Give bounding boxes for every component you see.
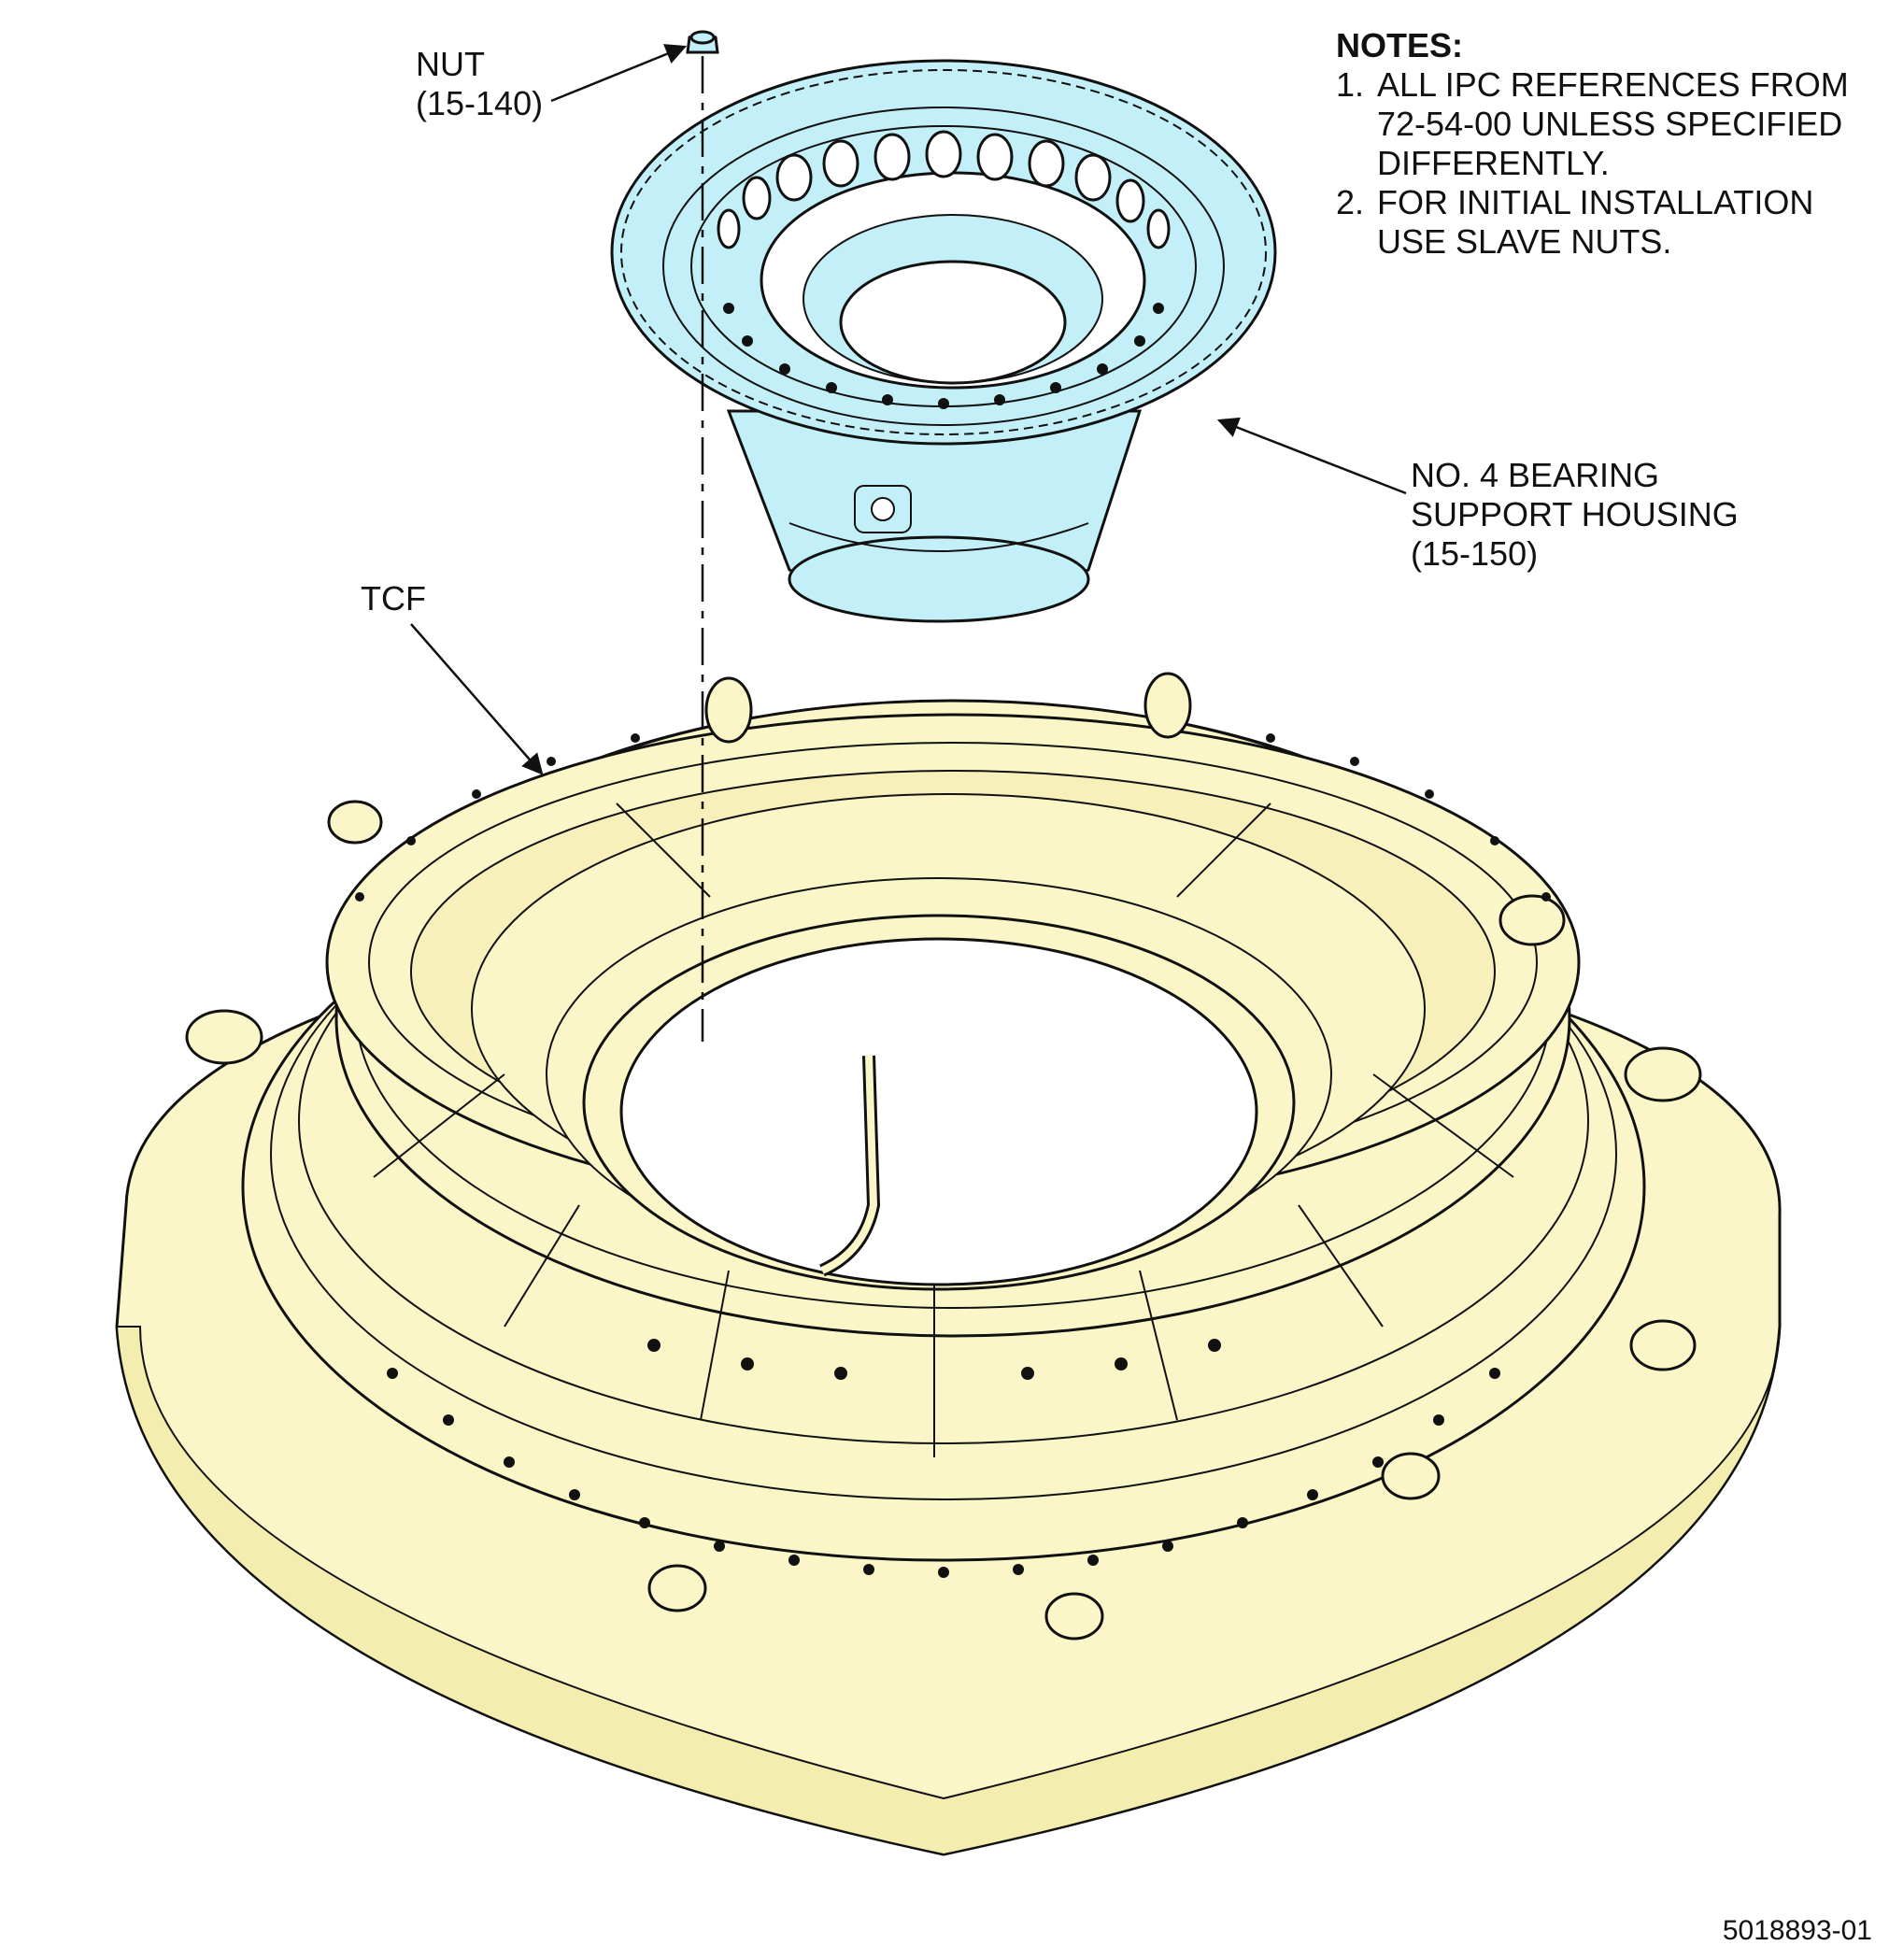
note-item: 1. ALL IPC REFERENCES FROM 72-54-00 UNLE… [1336,65,1849,183]
bearing-housing-callout: NO. 4 BEARING SUPPORT HOUSING (15-150) [1411,456,1739,573]
figure-number: 5018893-01 [1722,1915,1872,1946]
tcf-frame [115,672,1782,1856]
note-item: 2. FOR INITIAL INSTALLATION USE SLAVE NU… [1336,183,1849,262]
nut-callout: NUT (15-140) [416,45,544,122]
note-number: 1. [1336,65,1365,104]
bearing-support-housing [610,59,1277,623]
note-number: 2. [1336,183,1365,221]
notes-block: NOTES: 1. ALL IPC REFERENCES FROM 72-54-… [1336,26,1849,262]
note-text: ALL IPC REFERENCES FROM 72-54-00 UNLESS … [1377,65,1849,182]
tcf-callout: TCF [361,579,426,618]
notes-title: NOTES: [1336,26,1464,64]
leader-lines [410,44,1407,775]
note-text: FOR INITIAL INSTALLATION USE SLAVE NUTS. [1377,183,1814,261]
nut-part [686,30,719,54]
